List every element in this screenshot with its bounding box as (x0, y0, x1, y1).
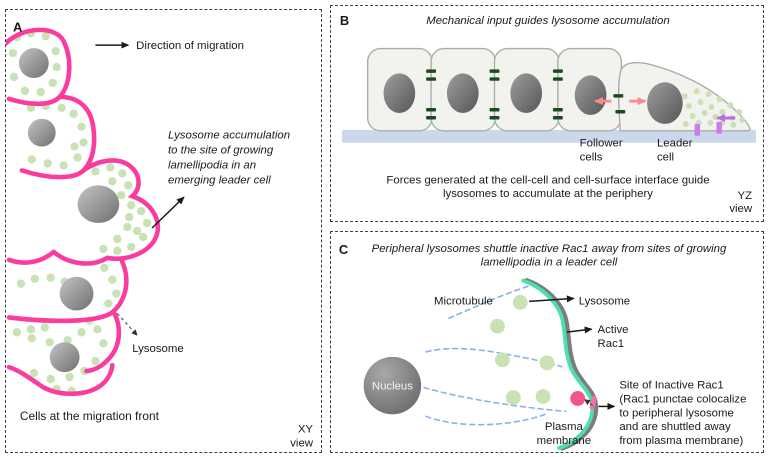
svg-text:and are shuttled away: and are shuttled away (619, 421, 731, 433)
lysosome-pointer-arrow (116, 313, 138, 336)
svg-text:lamellipodia in an: lamellipodia in an (168, 159, 256, 171)
annotation-text: Lysosome accumulation to the site of gro… (168, 130, 290, 187)
xy-view-label: XY view (290, 424, 314, 450)
svg-text:to the site of growing: to the site of growing (168, 144, 274, 156)
lysosome-label: Lysosome (579, 295, 630, 307)
panel-b-caption: Forces generated at the cell-cell and ce… (386, 174, 709, 200)
panel-c: Nucleus C Peripheral lysosomes shuttle i… (330, 231, 764, 453)
active-rac1-curve (521, 278, 595, 450)
panel-c-label: C (339, 242, 348, 257)
inactive-rac1-lysosome (570, 391, 586, 406)
cell-nuclei (18, 48, 120, 373)
lysosome-dots (490, 294, 555, 405)
panel-a-canvas: A Direction of migration Lysosome accumu… (6, 19, 314, 450)
svg-text:emerging leader cell: emerging leader cell (168, 174, 271, 186)
svg-text:Plasma: Plasma (545, 421, 584, 433)
nucleus (363, 356, 422, 415)
panel-b-title: Mechanical input guides lysosome accumul… (426, 15, 669, 27)
inactive-rac1-site-note: Site of Inactive Rac1 (Rac1 punctae colo… (619, 380, 746, 447)
svg-text:membrane: membrane (537, 435, 591, 447)
lysosome-pointer-arrow (529, 295, 575, 303)
plasma-membrane-curve (524, 278, 599, 451)
lysosome-label: Lysosome (132, 343, 184, 355)
cell-cell-junctions (426, 69, 626, 120)
panel-a-label: A (13, 19, 22, 34)
svg-text:Leader: Leader (657, 138, 693, 150)
panel-a-caption: Cells at the migration front (20, 409, 160, 423)
leader-lysosome-dots (681, 88, 746, 128)
cell-nuclei (383, 73, 683, 124)
panel-b-canvas: B Mechanical input guides lysosome accum… (340, 13, 757, 215)
svg-text:XY: XY (298, 424, 314, 436)
svg-text:cell: cell (657, 152, 674, 164)
inactive-rac1-membrane-puncta (589, 395, 597, 410)
svg-text:(Rac1 punctae colocalize: (Rac1 punctae colocalize (619, 393, 746, 405)
svg-text:cells: cells (580, 152, 603, 164)
surface-puncta-left (694, 123, 701, 136)
direction-of-migration-label: Direction of migration (136, 40, 244, 52)
annotation-arrow (151, 196, 185, 229)
svg-text:view: view (290, 438, 314, 450)
panel-c-canvas: Nucleus C Peripheral lysosomes shuttle i… (339, 242, 746, 451)
svg-text:lysosomes to accumulate at the: lysosomes to accumulate at the periphery (443, 188, 653, 200)
shuttle-away-arrow (584, 399, 593, 406)
panel-b-label: B (340, 13, 349, 28)
svg-text:Rac1: Rac1 (598, 338, 625, 350)
svg-text:Lysosome accumulation: Lysosome accumulation (168, 130, 290, 142)
svg-text:Site of Inactive Rac1: Site of Inactive Rac1 (619, 380, 723, 392)
plasma-membrane-label: Plasma membrane (537, 421, 591, 447)
substrate-surface (341, 129, 757, 143)
follower-cells-label: Follower cells (580, 138, 623, 164)
follower-cells (366, 47, 623, 132)
plasma-membrane-and-active-rac1 (521, 278, 599, 451)
svg-text:from plasma membrane): from plasma membrane) (619, 435, 743, 447)
panel-a: A Direction of migration Lysosome accumu… (5, 9, 322, 453)
svg-text:Forces generated at the cell-c: Forces generated at the cell-cell and ce… (386, 174, 709, 186)
nucleus-label: Nucleus (372, 381, 413, 393)
leader-cell-label: Leader cell (657, 138, 693, 164)
panel-b: B Mechanical input guides lysosome accum… (330, 5, 764, 222)
svg-text:Active: Active (598, 324, 629, 336)
svg-text:to peripheral lysosome: to peripheral lysosome (619, 407, 733, 419)
active-rac1-pointer-arrow (566, 326, 593, 334)
active-rac1-label: Active Rac1 (598, 324, 629, 350)
svg-text:Peripheral lysosomes shuttle i: Peripheral lysosomes shuttle inactive Ra… (372, 243, 727, 255)
microtubule-label: Microtubule (434, 295, 493, 307)
surface-puncta-right (716, 121, 722, 134)
yz-view-label: YZ view (729, 190, 753, 215)
svg-text:Follower: Follower (580, 138, 623, 150)
svg-text:YZ: YZ (738, 190, 753, 202)
panel-c-title: Peripheral lysosomes shuttle inactive Ra… (372, 243, 727, 269)
svg-text:view: view (729, 203, 753, 215)
svg-text:lamellipodia in a leader cell: lamellipodia in a leader cell (481, 257, 618, 269)
cell-membranes (6, 27, 161, 397)
